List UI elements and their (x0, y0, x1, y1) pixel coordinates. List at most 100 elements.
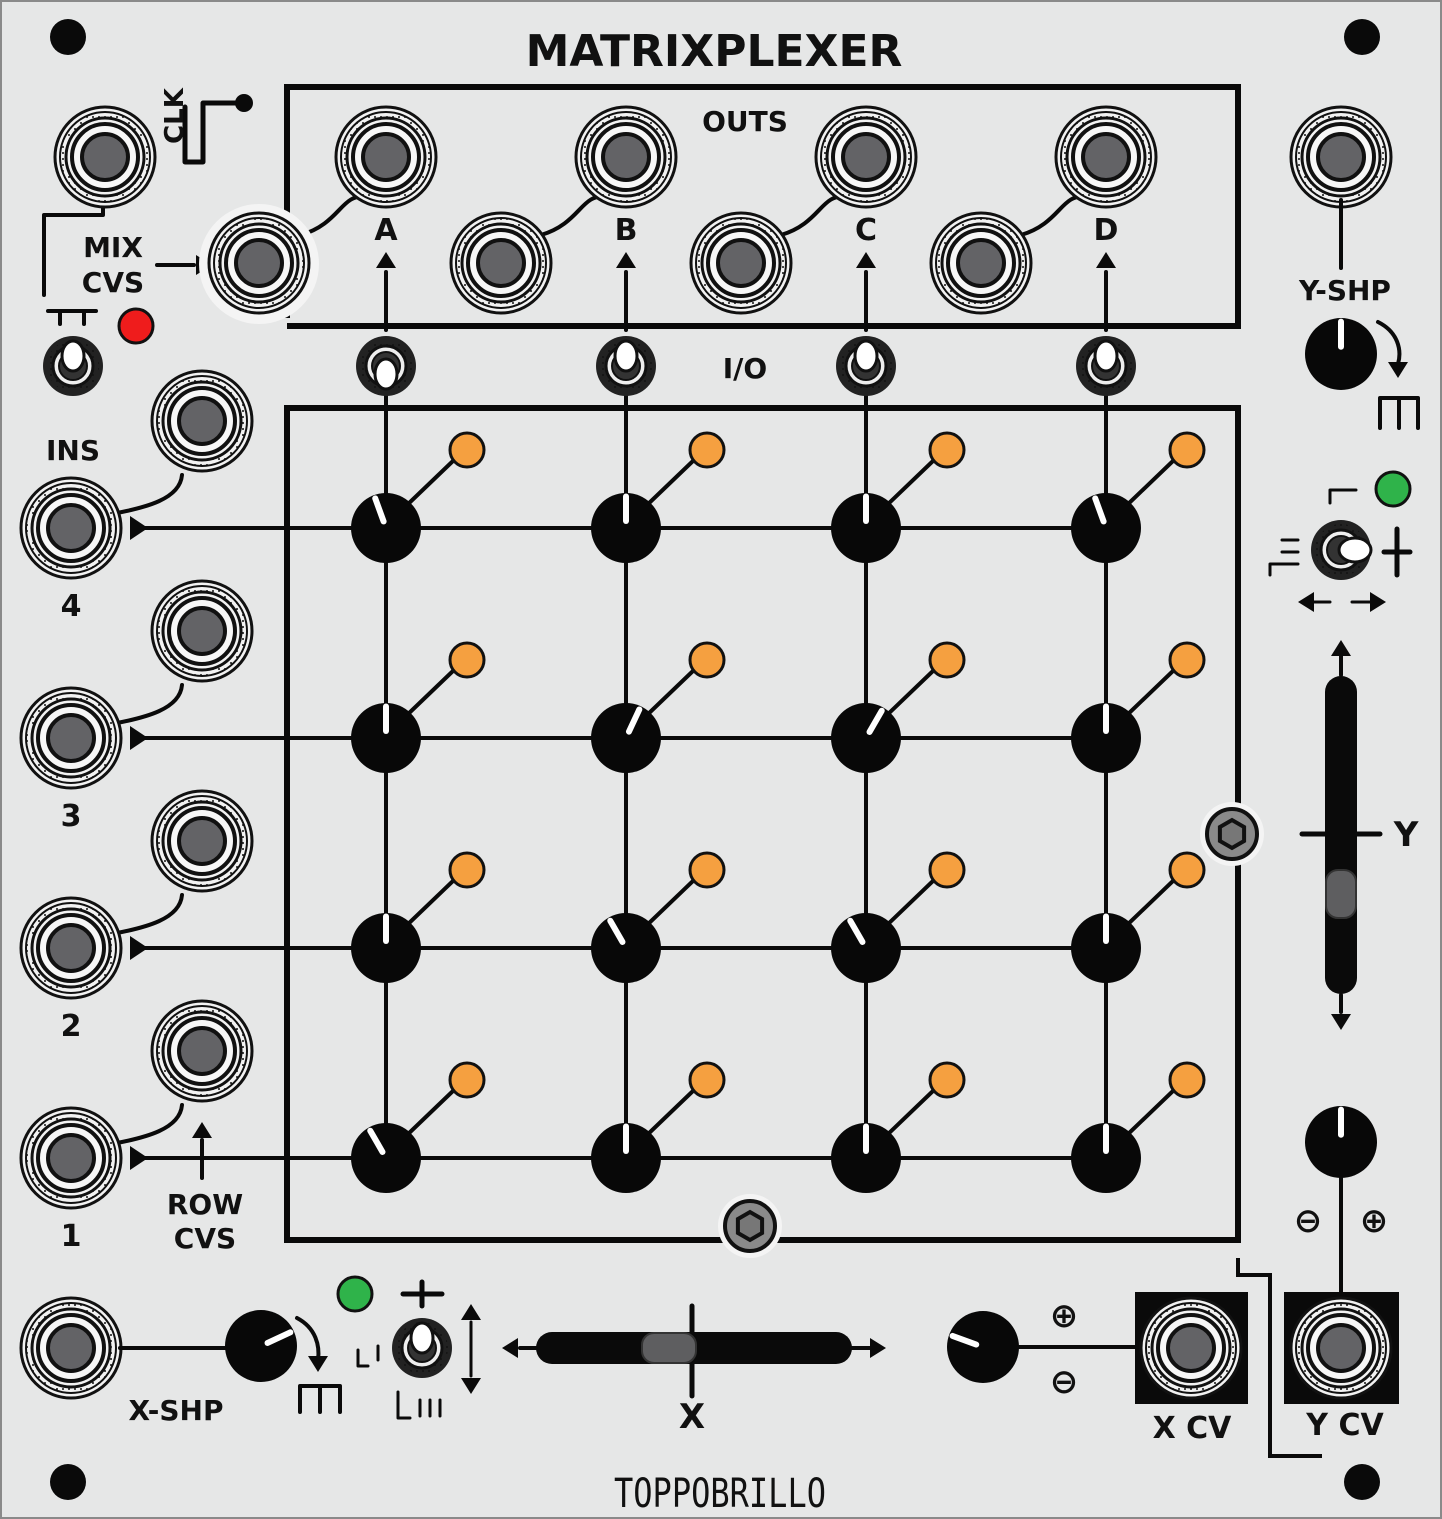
matrix-knob-r1-c[interactable] (831, 1123, 901, 1193)
knob-body (1071, 1123, 1141, 1193)
matrix-knob-r3-b[interactable] (591, 703, 661, 773)
mix-cvs-label-2: CVS (82, 266, 144, 299)
cell-link-line (644, 878, 696, 928)
cell-link-line (1124, 1088, 1176, 1138)
x-mode-toggle[interactable] (392, 1318, 452, 1378)
y-cv-attenuverter-knob[interactable] (1305, 1106, 1377, 1178)
output-label-c: C (855, 213, 877, 248)
io-toggle-d[interactable] (1076, 336, 1136, 396)
cell-link-line (1124, 878, 1176, 928)
jack-socket (46, 503, 96, 553)
cell-link-line (404, 1088, 456, 1138)
toggle-lever (409, 1321, 435, 1355)
y-cv-jack[interactable] (1289, 1296, 1393, 1400)
knob-indicator (264, 1329, 294, 1346)
x-shape-knob[interactable] (225, 1310, 297, 1382)
cell-led (688, 431, 726, 469)
jack-socket (476, 238, 526, 288)
matrix-knob-r4-b[interactable] (591, 493, 661, 563)
cell-link-line (404, 458, 456, 508)
jack-socket (177, 1026, 227, 1076)
jack-socket (46, 1323, 96, 1373)
input-arrow-icon (130, 726, 148, 750)
row-cv-jack-4[interactable] (150, 369, 254, 473)
mix-mode-toggle[interactable] (43, 336, 103, 396)
x-shape-input-jack[interactable] (19, 1296, 123, 1400)
matrix-knob-r2-d[interactable] (1071, 913, 1141, 983)
row-cv-jack-2[interactable] (150, 789, 254, 893)
io-toggle-c[interactable] (836, 336, 896, 396)
matrix-knob-r2-b[interactable] (591, 913, 661, 983)
matrix-knob-r1-b[interactable] (591, 1123, 661, 1193)
mix-cvs-jack-c[interactable] (689, 211, 793, 315)
staircase-icon (396, 1390, 442, 1420)
matrix-knob-r4-a[interactable] (351, 493, 421, 563)
x-shp-label: X-SHP (128, 1394, 223, 1427)
y-mode-led (1374, 470, 1412, 508)
matrix-knob-r2-c[interactable] (831, 913, 901, 983)
output-jack-d[interactable] (1054, 105, 1158, 209)
knob-indicator (367, 1127, 386, 1155)
io-toggle-b[interactable] (596, 336, 656, 396)
matrix-knob-r3-a[interactable] (351, 703, 421, 773)
x-cv-label: X CV (1153, 1411, 1233, 1446)
input-arrow-icon (130, 936, 148, 960)
output-jack-b[interactable] (574, 105, 678, 209)
x-cv-attenuverter-knob[interactable] (947, 1311, 1019, 1383)
cell-link-line (1124, 668, 1176, 718)
arrow-icon (870, 1338, 886, 1358)
arrow-icon (461, 1378, 481, 1394)
cell-led (928, 851, 966, 889)
jack-socket (841, 132, 891, 182)
output-jack-c[interactable] (814, 105, 918, 209)
polarity-labels: ⊖ ⊕ ⊕ ⊖ (1050, 1201, 1389, 1402)
row-cv-jack-3[interactable] (150, 579, 254, 683)
matrix-knob-r3-d[interactable] (1071, 703, 1141, 773)
matrix-knob-r4-d[interactable] (1071, 493, 1141, 563)
y-shp-label: Y-SHP (1298, 274, 1391, 307)
y-mode-toggle[interactable] (1311, 520, 1373, 580)
jack-socket (1316, 132, 1366, 182)
mix-cvs-jack-b[interactable] (449, 211, 553, 315)
row-cv-jack-1[interactable] (150, 999, 254, 1103)
mounting-hole (50, 19, 86, 55)
y-slider-handle[interactable] (1325, 869, 1357, 919)
matrix-knob-r1-d[interactable] (1071, 1123, 1141, 1193)
toggle-lever (853, 339, 879, 373)
mix-cv-led (117, 307, 155, 345)
cell-link-line (884, 878, 936, 928)
y-shape-input-jack[interactable] (1289, 105, 1393, 209)
jack-socket (177, 606, 227, 656)
row-cvs-label-1: ROW (167, 1188, 243, 1221)
cell-link-line (404, 878, 456, 928)
x-slider-handle[interactable] (641, 1332, 697, 1364)
output-label-d: D (1094, 213, 1119, 248)
matrix-knob-r1-a[interactable] (351, 1123, 421, 1193)
jack-socket (716, 238, 766, 288)
mix-cvs-jack-d[interactable] (929, 211, 1033, 315)
matrix-knob-r3-c[interactable] (831, 703, 901, 773)
cell-link-line (644, 668, 696, 718)
input-jack-3[interactable] (19, 686, 123, 790)
jack-socket (601, 132, 651, 182)
matrix-knob-r2-a[interactable] (351, 913, 421, 983)
arrow-icon (1370, 592, 1386, 612)
x-cv-jack[interactable] (1139, 1296, 1243, 1400)
knob-body (351, 1123, 421, 1193)
clk-label: CLK (160, 87, 190, 144)
clk-input-jack[interactable] (53, 105, 157, 209)
output-jack-a[interactable] (334, 105, 438, 209)
input-jack-1[interactable] (19, 1106, 123, 1210)
cell-led (688, 851, 726, 889)
matrix-knob-r4-c[interactable] (831, 493, 901, 563)
knob-body (947, 1311, 1019, 1383)
y-shape-knob[interactable] (1305, 318, 1377, 390)
input-jack-4[interactable] (19, 476, 123, 580)
io-toggle-a[interactable] (356, 336, 416, 396)
knob-indicator (607, 917, 626, 945)
mix-cvs-jack-a[interactable] (207, 211, 311, 315)
mounting-hole (1344, 19, 1380, 55)
input-jack-2[interactable] (19, 896, 123, 1000)
knob-body (1071, 703, 1141, 773)
